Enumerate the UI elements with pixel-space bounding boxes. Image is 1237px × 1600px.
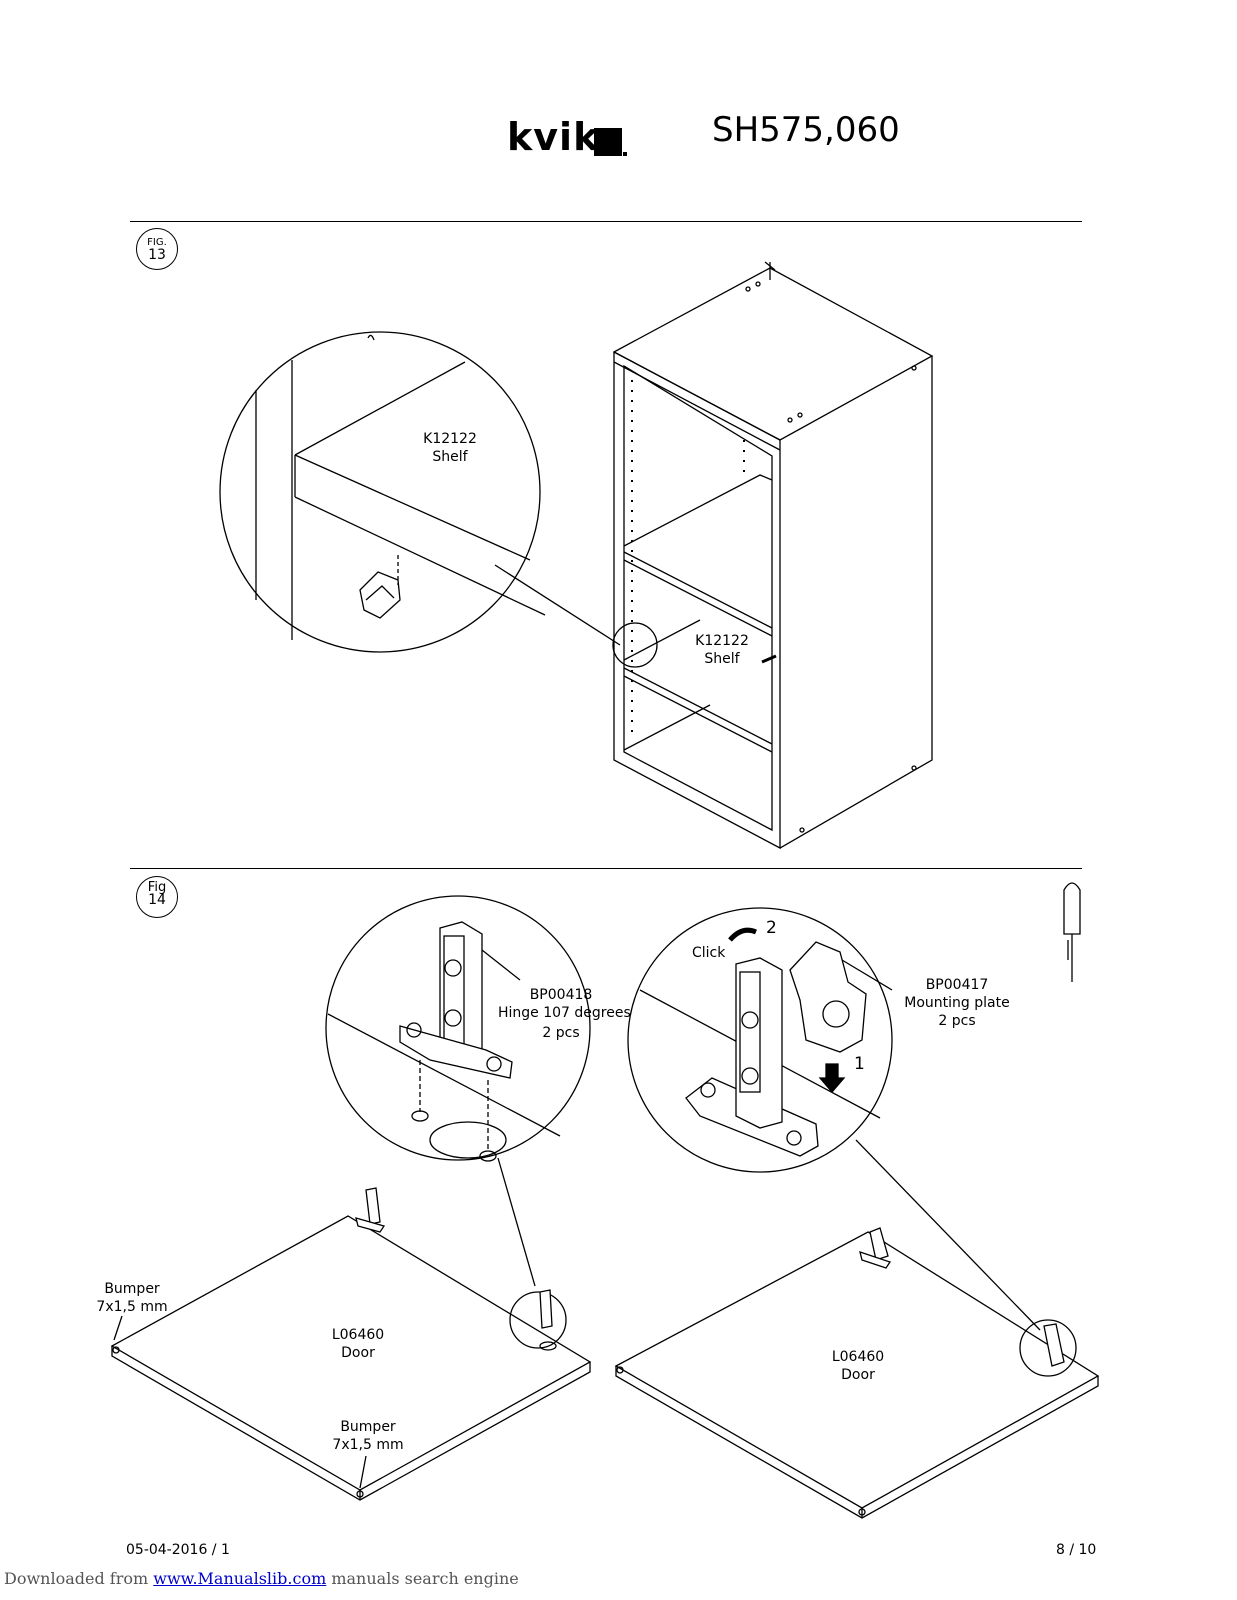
fig14-badge-number: 14 <box>148 892 166 908</box>
divider-top <box>130 221 1082 222</box>
fig14-right-callout-line <box>855 1139 1041 1331</box>
fig14-left-callout-line <box>497 1157 536 1287</box>
bumper-bottom-label: Bumper 7x1,5 mm <box>332 1418 404 1454</box>
door-left-label: L06460 Door <box>322 1326 394 1362</box>
hinge-label: BP00418 Hinge 107 degrees 2 pcs <box>498 986 631 1042</box>
divider-middle <box>130 868 1082 869</box>
fig14-plate-magnifier <box>627 907 893 1173</box>
door-left-drawing <box>110 1187 592 1501</box>
click-label: Click <box>692 945 726 961</box>
fig13-cabinet-name: Shelf <box>704 651 740 667</box>
plate-label: BP00417 Mounting plate 2 pcs <box>904 976 1010 1030</box>
fig13-detail-magnifier <box>219 331 546 653</box>
fig13-badge-number: 13 <box>148 247 166 263</box>
plate-part-number: BP00417 <box>925 977 989 993</box>
bumper-left-size: 7x1,5 mm <box>96 1299 168 1315</box>
hinge-description: Hinge 107 degrees <box>498 1005 631 1021</box>
credit-prefix: Downloaded from <box>4 1569 154 1588</box>
fig13-cabinet-label: K12122 Shelf <box>682 632 762 668</box>
fig13-detail-part: K12122 <box>423 431 477 447</box>
plate-description: Mounting plate <box>904 995 1010 1011</box>
hinge-quantity: 2 pcs <box>542 1025 580 1041</box>
door-left-part: L06460 <box>331 1327 385 1343</box>
plate-quantity: 2 pcs <box>938 1013 976 1029</box>
door-right-drawing <box>614 1227 1100 1519</box>
credit-suffix: manuals search engine <box>326 1569 519 1588</box>
brand-logo-text: kvik <box>507 115 600 159</box>
hinge-part-number: BP00418 <box>529 987 593 1003</box>
door-right-label: L06460 Door <box>822 1348 894 1384</box>
step-1-label: 1 <box>854 1054 865 1074</box>
step-2-label: 2 <box>766 918 777 938</box>
fig13-detail-label: K12122 Shelf <box>410 430 490 466</box>
footer-date: 05-04-2016 / 1 <box>126 1542 230 1558</box>
fig13-cabinet-part: K12122 <box>695 633 749 649</box>
fig14-badge-label: Fig <box>147 880 167 895</box>
bumper-left-name: Bumper <box>104 1281 160 1297</box>
fig14-hinge-magnifier <box>325 895 591 1162</box>
bumper-bottom-name: Bumper <box>340 1419 396 1435</box>
fig13-detail-name: Shelf <box>432 449 468 465</box>
cabinet-drawing <box>612 261 934 850</box>
download-credit: Downloaded from www.Manualslib.com manua… <box>4 1569 519 1588</box>
door-right-part: L06460 <box>831 1349 885 1365</box>
door-right-name: Door <box>841 1367 875 1383</box>
brand-logo-square <box>594 128 627 156</box>
fig13-callout-line <box>494 564 621 646</box>
manualslib-link[interactable]: www.Manualslib.com <box>153 1569 327 1588</box>
footer-page-number: 8 / 10 <box>1056 1542 1097 1558</box>
screwdriver-icon <box>1063 882 1081 982</box>
bumper-bottom-size: 7x1,5 mm <box>332 1437 404 1453</box>
fig13-badge: FIG. 13 <box>136 228 178 270</box>
bumper-left-label: Bumper 7x1,5 mm <box>96 1280 168 1316</box>
door-left-name: Door <box>341 1345 375 1361</box>
fig13-badge-label: FIG. <box>147 237 167 248</box>
fig14-badge: Fig 14 <box>136 876 178 918</box>
model-number: SH575,060 <box>712 110 900 150</box>
